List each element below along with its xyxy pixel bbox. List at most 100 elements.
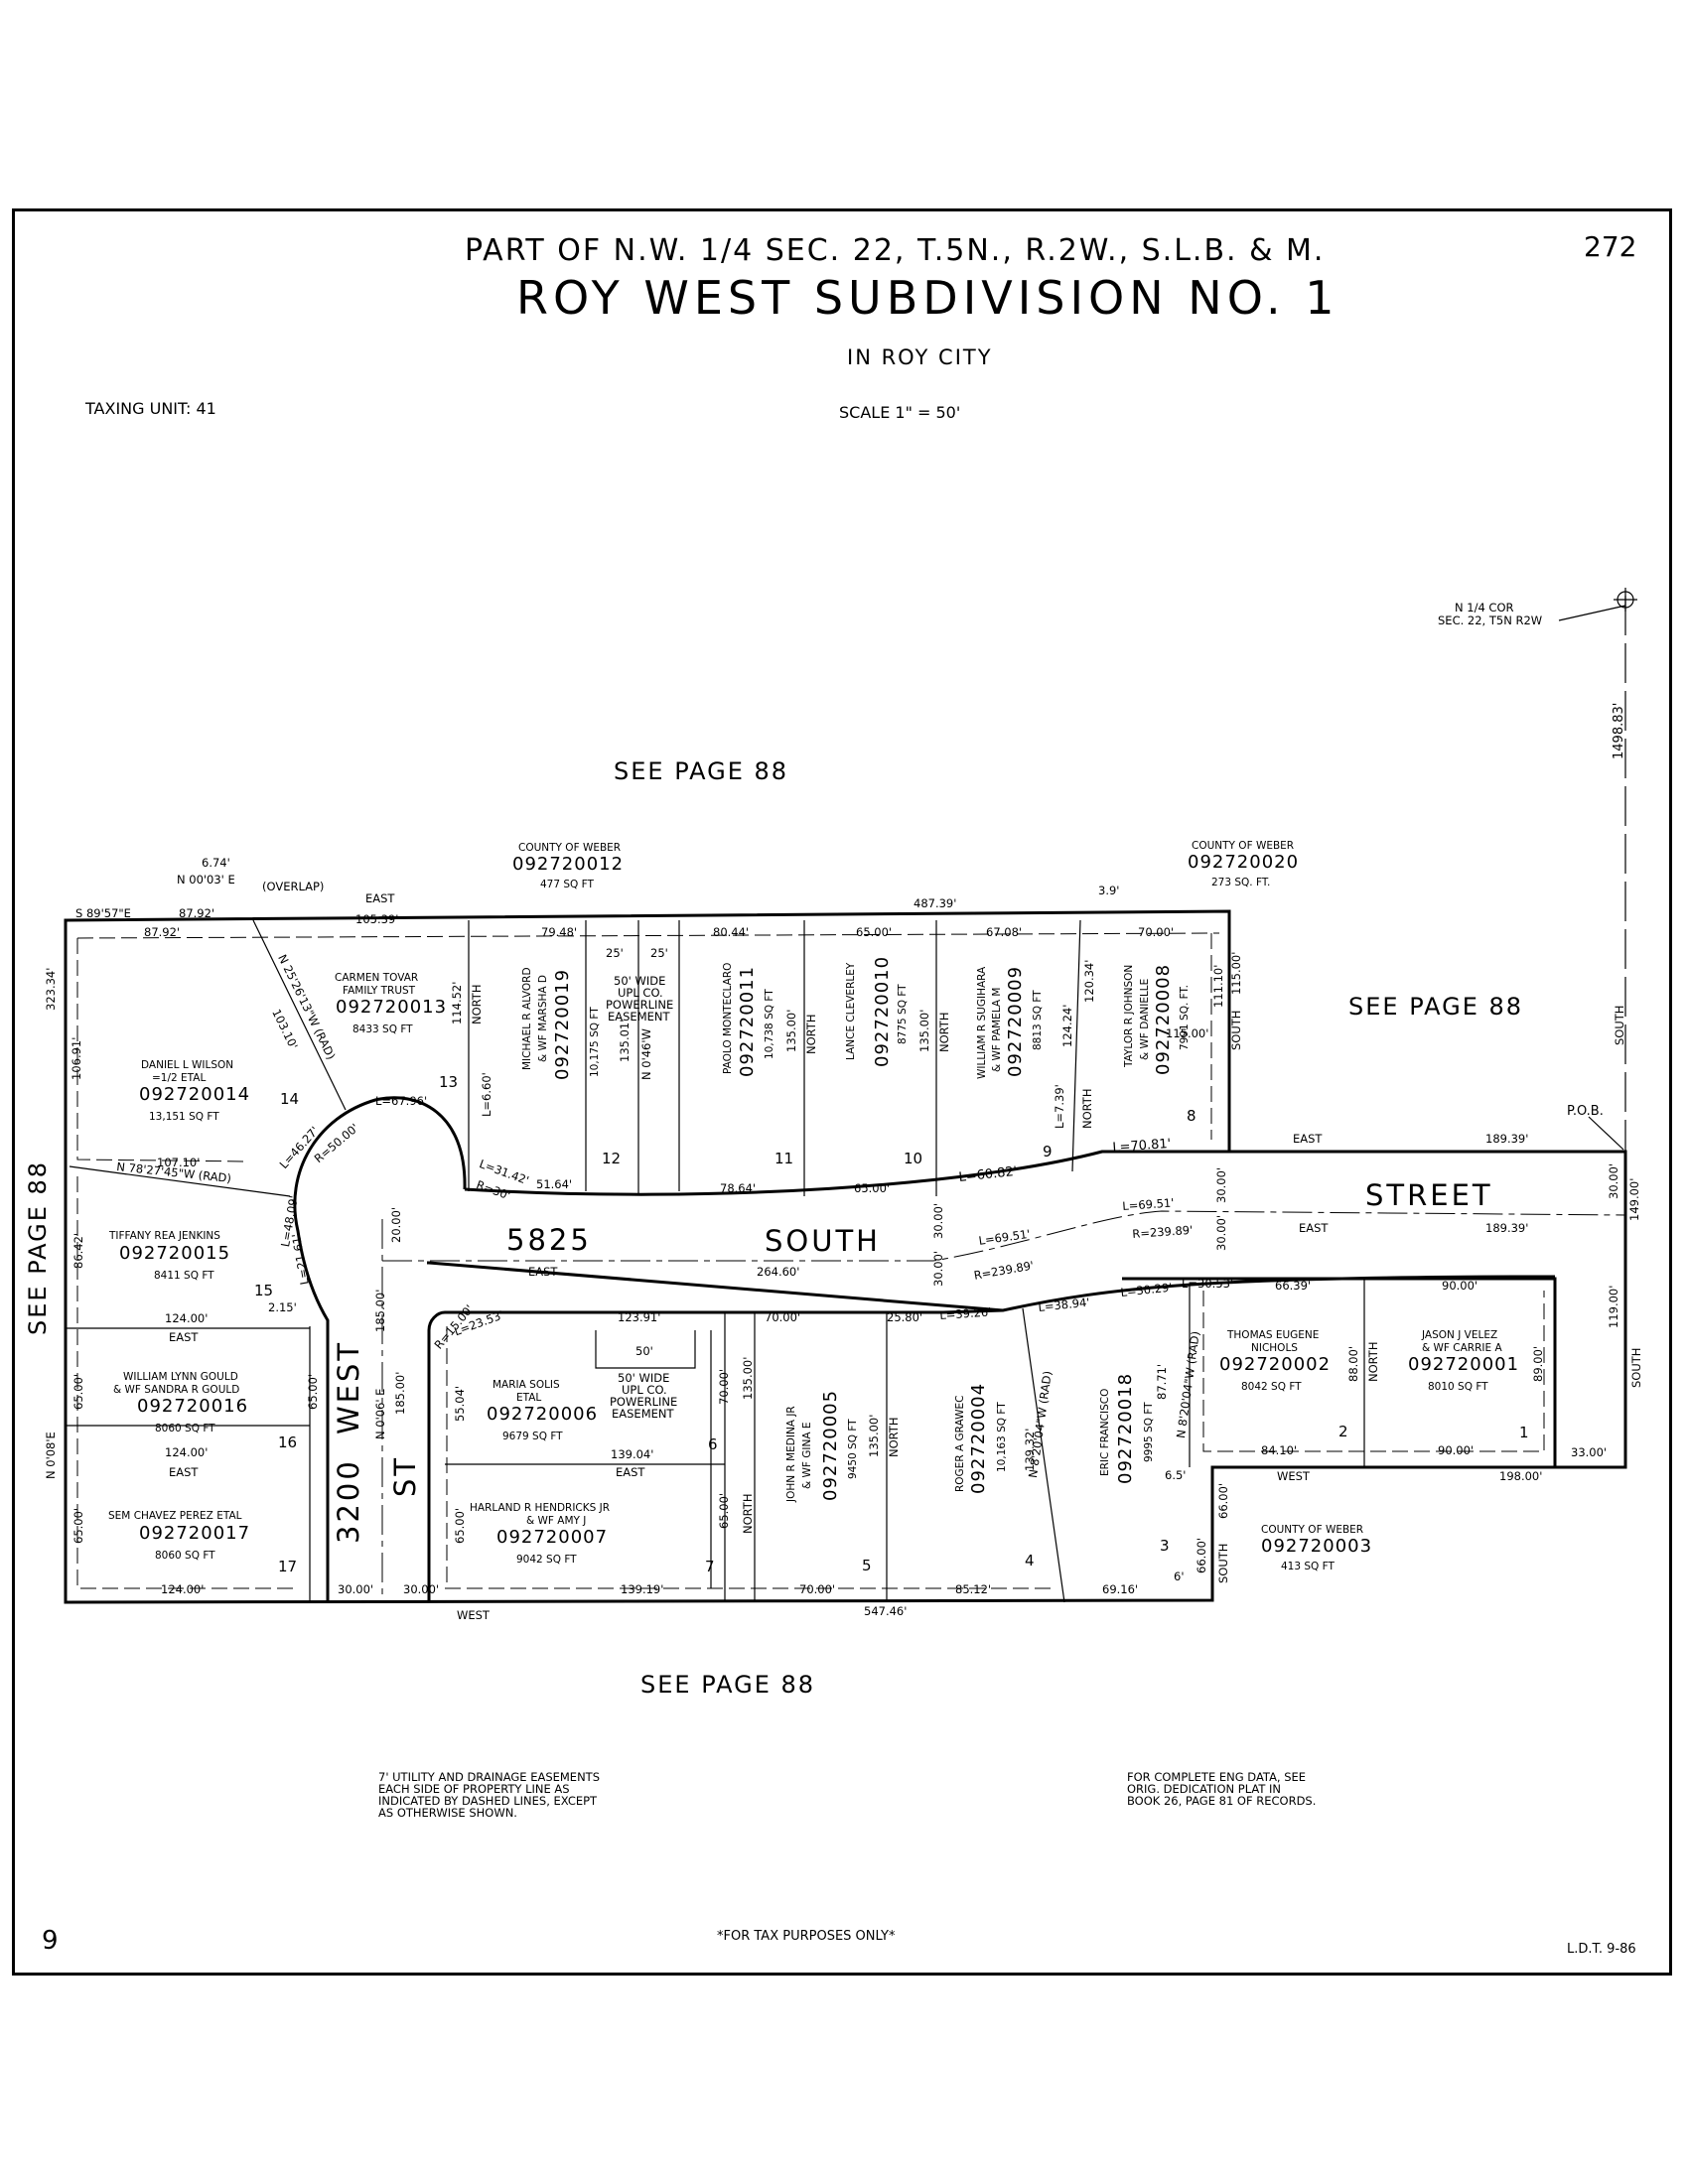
dim-left-10691: 106.91' [70, 1036, 83, 1080]
lot-owner: DANIEL L WILSON [141, 1059, 234, 1071]
street-street: STREET [1365, 1178, 1493, 1212]
dim-2580: 25.80' [887, 1310, 923, 1324]
lot-area: 8010 SQ FT [1428, 1381, 1488, 1393]
dim-east-st2: EAST [1299, 1221, 1329, 1235]
lot-owner: WILLIAM R SUGIHARA [976, 966, 988, 1079]
note-line: 7' UTILITY AND DRAINAGE EASEMENTS [378, 1770, 601, 1784]
lot-number: 4 [1025, 1552, 1035, 1570]
dim-north-a: NORTH [470, 984, 484, 1024]
dim-inner-8792: 87.92' [144, 925, 181, 939]
dim-12400b: 124.00' [165, 1445, 209, 1459]
scale-text: SCALE 1" = 50' [839, 403, 961, 422]
corner-label-2: SEC. 22, T5N R2W [1438, 614, 1543, 627]
dim-8410: 84.10' [1261, 1443, 1298, 1457]
lot-line-3-4 [1022, 1307, 1065, 1603]
lot-area: 8813 SQ FT [1032, 990, 1044, 1050]
lot-number: 2 [1338, 1423, 1348, 1440]
lot-owner: WILLIAM LYNN GOULD [123, 1371, 238, 1383]
dim-north-e: NORTH [741, 1493, 755, 1534]
dim-11452: 114.52' [450, 981, 464, 1024]
dim-north-g: NORTH [1366, 1341, 1380, 1382]
parcel-area: 413 SQ FT [1281, 1561, 1335, 1572]
lot-pid: 092720006 [487, 1404, 599, 1425]
dim-3000-pob: 30.00' [1607, 1162, 1620, 1199]
dim-11500b: 115.00' [1229, 951, 1243, 995]
lot-pid: 092720015 [119, 1243, 231, 1264]
dim-18500a: 185.00' [373, 1289, 387, 1332]
street-south: SOUTH [765, 1224, 881, 1258]
easement-line: UPL CO. [618, 986, 663, 1000]
easement-line: POWERLINE [610, 1395, 678, 1409]
dim-left-n008e: N 0'08'E [44, 1432, 58, 1479]
dim-6600b: 66.00' [1195, 1537, 1208, 1573]
lot-owner: MARIA SOLIS [492, 1379, 560, 1391]
page-number: 272 [1584, 230, 1637, 263]
dim-13919: 139.19' [621, 1582, 664, 1596]
dim-3000c: 30.00' [931, 1202, 945, 1239]
lot-owner: JASON J VELEZ [1422, 1329, 1498, 1341]
lot-owner: & WF DANIELLE [1139, 978, 1151, 1060]
parcel-pid: 092720003 [1261, 1536, 1373, 1557]
easement-width: 25' [650, 946, 668, 960]
lot-line-8-9 [1071, 919, 1081, 1172]
see-page-top: SEE PAGE 88 [614, 757, 789, 785]
easement-west-rear [76, 1176, 298, 1589]
lot-area: 9042 SQ FT [516, 1554, 577, 1566]
dim-top-8044: 80.44' [713, 925, 750, 939]
parcel-area: 477 SQ FT [540, 879, 594, 890]
dim-12400c: 124.00' [161, 1582, 205, 1596]
easement-east-lots [1202, 1291, 1545, 1452]
note-line: EACH SIDE OF PROPERTY LINE AS [378, 1782, 570, 1796]
parcel-area: 273 SQ. FT. [1211, 877, 1271, 888]
lot-pid: 092720014 [139, 1084, 251, 1105]
easement-line: EASEMENT [612, 1407, 674, 1421]
dim-7864: 78.64' [720, 1181, 757, 1195]
dim-3000b: 30.00' [1214, 1214, 1228, 1251]
cul-de-sac [293, 1096, 467, 1602]
lot-area: 9995 SQ FT [1143, 1402, 1155, 1462]
lot-number: 12 [602, 1150, 622, 1167]
dim-s8957e: S 89'57"E [75, 906, 131, 920]
dim-north-c: NORTH [937, 1012, 951, 1052]
dim-top-7948: 79.48' [541, 925, 578, 939]
dim-east-st3: EAST [528, 1265, 558, 1279]
lot-number: 14 [280, 1090, 300, 1108]
lot-owner: TIFFANY REA JENKINS [109, 1230, 220, 1242]
easement-line: EASEMENT [608, 1010, 670, 1024]
lot-area: 8433 SQ FT [352, 1024, 413, 1035]
3200-west-east-edge [427, 1310, 446, 1602]
sheet-number: 9 [42, 1926, 59, 1956]
street-east-bottom [1122, 1277, 1557, 1467]
dim-west-a: WEST [1277, 1469, 1310, 1483]
lot-pid: 092720004 [968, 1382, 989, 1494]
lot-area: 8775 SQ FT [897, 984, 909, 1044]
dim-13500d: 135.00' [867, 1414, 881, 1457]
lot-owner: HARLAND R HENDRICKS JR [470, 1502, 611, 1514]
dim-west-b: WEST [457, 1608, 490, 1622]
parcel-pid: 092720012 [512, 854, 625, 875]
dim-top-674: 6.74' [202, 856, 230, 870]
lot-number: 16 [278, 1433, 298, 1451]
lot-number: 6 [708, 1435, 718, 1453]
map-frame [12, 208, 1672, 1976]
lot-owner: CARMEN TOVAR [335, 972, 419, 984]
taxing-unit: TAXING UNIT: 41 [85, 399, 216, 418]
dim-south-b: SOUTH [1629, 1347, 1643, 1388]
easement-width: 50' [635, 1344, 653, 1358]
note-line: ORIG. DEDICATION PLAT IN [1127, 1782, 1282, 1796]
lot-owner: PAOLO MONTECLARO [722, 962, 734, 1074]
dim-18939b: 189.39' [1485, 1221, 1529, 1235]
dim-l739: L=7.39' [1053, 1084, 1066, 1129]
easement-line: 50' WIDE [618, 1371, 670, 1385]
dim-8800: 88.00' [1346, 1345, 1360, 1382]
dim-overlap: (OVERLAP) [262, 880, 325, 893]
lot-owner: JOHN R MEDINA JR [785, 1406, 797, 1502]
lot-owner: ETAL [516, 1392, 542, 1404]
powerline-easement-south [595, 1330, 712, 1588]
dim-top-39: 3.9' [1098, 884, 1120, 897]
lot-pid: 092720016 [137, 1396, 249, 1417]
dim-l7081: L=70.81' [1111, 1136, 1172, 1156]
lot-pid: 092720002 [1219, 1354, 1332, 1375]
dim-left-6500b: 65.00' [71, 1507, 85, 1544]
lot-owner: ERIC FRANCISCO [1099, 1388, 1111, 1476]
